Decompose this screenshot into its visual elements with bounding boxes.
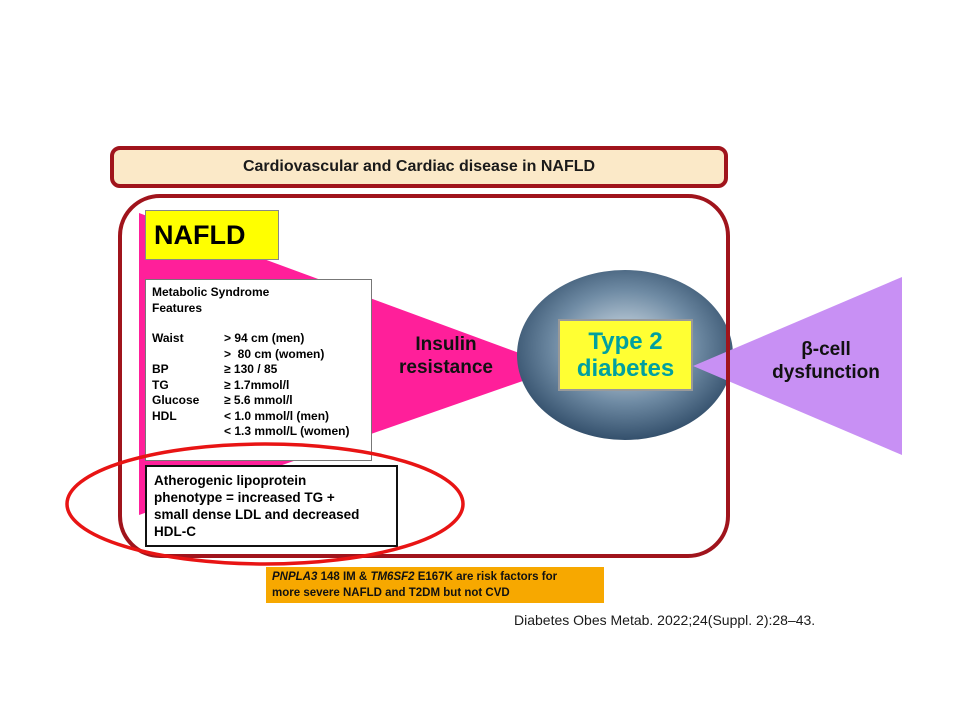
beta-cell-dysfunction-label: β-cell dysfunction [756,338,896,384]
risk-factor-note: PNPLA3 148 IM & TM6SF2 E167K are risk fa… [266,567,604,603]
risk-note-line1: PNPLA3 148 IM & TM6SF2 E167K are risk fa… [272,569,598,585]
type2-diabetes-box: Type 2 diabetes [558,319,693,391]
citation: Diabetes Obes Metab. 2022;24(Suppl. 2):2… [514,612,816,628]
criteria-label: TG [152,377,169,392]
criteria-row: BP ≥ 130 / 85 [152,362,365,378]
criteria-row: HDL < 1.0 mmol/l (men) [152,409,365,425]
criteria-value: > 80 cm (women) [224,346,325,361]
highlight-ellipse [65,442,465,566]
atherogenic-line: phenotype = increased TG + [154,490,335,505]
criteria-label: Waist [152,331,184,345]
gene-pnpla3: PNPLA3 [272,571,318,583]
insulin-line2: resistance [398,357,493,378]
risk-note-line2: more severe NAFLD and T2DM but not CVD [272,587,510,599]
metabolic-heading-line2: Features [152,300,203,315]
criteria-row: Waist > 94 cm (men) [152,331,365,347]
criteria-value: < 1.3 mmol/L (women) [224,424,350,438]
risk-note-text1: 148 IM & [317,571,371,583]
criteria-row: TG ≥ 1.7mmol/l [152,378,365,394]
criteria-row: > 80 cm (women) [152,347,365,363]
metabolic-heading-line1: Metabolic Syndrome [152,285,270,299]
criteria-row: < 1.3 mmol/L (women) [152,424,365,440]
insulin-line1: Insulin [415,334,477,355]
beta-line1: β-cell [801,339,851,360]
criteria-value: ≥ 130 / 85 [224,362,278,376]
criteria-value: < 1.0 mmol/l (men) [224,408,330,423]
title-banner: Cardiovascular and Cardiac disease in NA… [110,146,728,188]
nafld-label: NAFLD [145,210,279,260]
t2d-line1: Type 2 [588,328,663,355]
atherogenic-line: small dense LDL and decreased [154,507,360,522]
metabolic-syndrome-box: Metabolic Syndrome Features Waist > 94 cm… [145,279,372,461]
criteria-label: HDL [152,408,177,423]
gene-tm6sf2: TM6SF2 [370,571,415,583]
atherogenic-phenotype-box: Atherogenic lipoprotein phenotype = incr… [145,465,398,547]
main-frame [118,194,730,558]
beta-line2: dysfunction [772,362,880,383]
t2d-line2: diabetes [576,355,675,382]
criteria-label: Glucose [152,393,200,407]
insulin-resistance-label: Insulin resistance [376,333,516,379]
criteria-value: ≥ 5.6 mmol/l [224,393,293,407]
criteria-value: ≥ 1.7mmol/l [224,377,290,392]
criteria-row: Glucose ≥ 5.6 mmol/l [152,393,365,409]
beta-cell-triangle [693,277,902,455]
criteria-value: > 94 cm (men) [224,331,305,345]
atherogenic-line: Atherogenic lipoprotein [154,473,307,488]
criteria-label: BP [152,362,169,376]
atherogenic-line: HDL-C [154,524,196,539]
risk-note-text2: E167K are risk factors for [414,571,558,583]
